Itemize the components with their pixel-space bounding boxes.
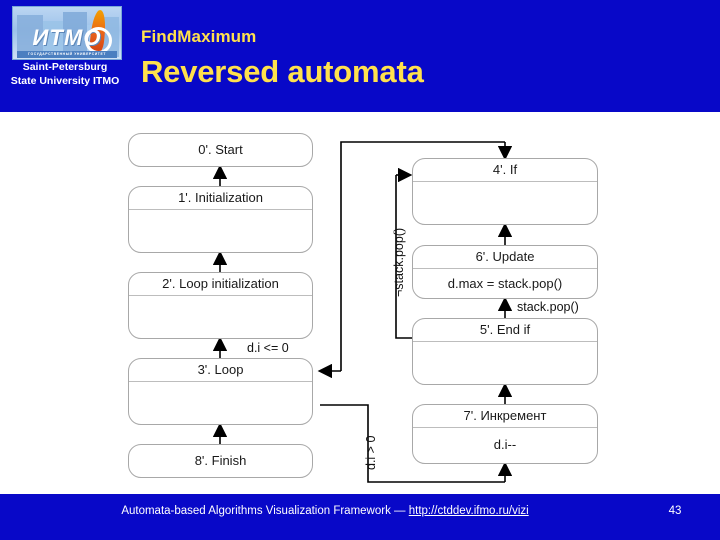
node-5-end-if[interactable]: 5'. End if <box>412 318 598 385</box>
slide-header: ИТМО ГОСУДАРСТВЕННЫЙ УНИВЕРСИТЕТ Saint-P… <box>0 0 720 112</box>
node-4-header: 4'. If <box>413 159 597 182</box>
node-1-initialization[interactable]: 1'. Initialization <box>128 186 313 253</box>
slide-footer: Automata-based Algorithms Visualization … <box>0 494 720 540</box>
node-0-start[interactable]: 0'. Start <box>128 133 313 167</box>
itmo-o-ring <box>85 27 112 54</box>
footer-link[interactable]: http://ctddev.ifmo.ru/vizi <box>408 505 529 517</box>
node-7-body: d.i-- <box>493 437 517 452</box>
edge-label-not-stack-pop: ¬stack.pop() <box>392 227 406 297</box>
node-1-header: 1'. Initialization <box>129 187 312 210</box>
node-6-update[interactable]: 6'. Update d.max = stack.pop() <box>412 245 598 299</box>
node-7-increment[interactable]: 7'. Инкремент d.i-- <box>412 404 598 464</box>
university-building-icon: ИТМО ГОСУДАРСТВЕННЫЙ УНИВЕРСИТЕТ <box>12 6 122 60</box>
logo-caption-line2: State University ITMO <box>10 75 120 87</box>
node-5-header: 5'. End if <box>413 319 597 342</box>
automata-diagram: 0'. Start 1'. Initialization 2'. Loop in… <box>0 112 720 494</box>
node-6-body: d.max = stack.pop() <box>447 276 563 291</box>
node-3-loop[interactable]: 3'. Loop <box>128 358 313 425</box>
itmo-logo: ИТМО ГОСУДАРСТВЕННЫЙ УНИВЕРСИТЕТ Saint-P… <box>4 4 126 108</box>
edge-label-loop-exit: d.i <= 0 <box>247 341 289 355</box>
node-7-header: 7'. Инкремент <box>413 405 597 428</box>
node-8-finish[interactable]: 8'. Finish <box>128 444 313 478</box>
logo-caption-line1: Saint-Petersburg <box>22 61 108 73</box>
node-6-header: 6'. Update <box>413 246 597 269</box>
node-3-header: 3'. Loop <box>129 359 312 382</box>
node-2-loop-initialization[interactable]: 2'. Loop initialization <box>128 272 313 339</box>
node-0-header: 0'. Start <box>198 142 243 157</box>
node-2-header: 2'. Loop initialization <box>129 273 312 296</box>
page-title: Reversed automata <box>141 54 424 89</box>
itmo-wordmark: ИТМО <box>32 25 102 50</box>
footer-text: Automata-based Algorithms Visualization … <box>0 505 650 517</box>
edge-label-stack-pop: stack.pop() <box>517 300 579 314</box>
node-8-header: 8'. Finish <box>194 453 247 468</box>
itmo-subbrand: ГОСУДАРСТВЕННЫЙ УНИВЕРСИТЕТ <box>17 51 117 58</box>
diagram-connectors <box>212 141 513 483</box>
logo-caption: Saint-Petersburg State University ITMO <box>4 60 126 88</box>
node-4-if[interactable]: 4'. If <box>412 158 598 225</box>
slide-subtitle: FindMaximum <box>141 27 257 46</box>
page-number: 43 <box>668 505 682 517</box>
footer-text-prefix: Automata-based Algorithms Visualization … <box>121 505 409 517</box>
edge-label-loop-enter: d.i > 0 <box>364 435 378 470</box>
